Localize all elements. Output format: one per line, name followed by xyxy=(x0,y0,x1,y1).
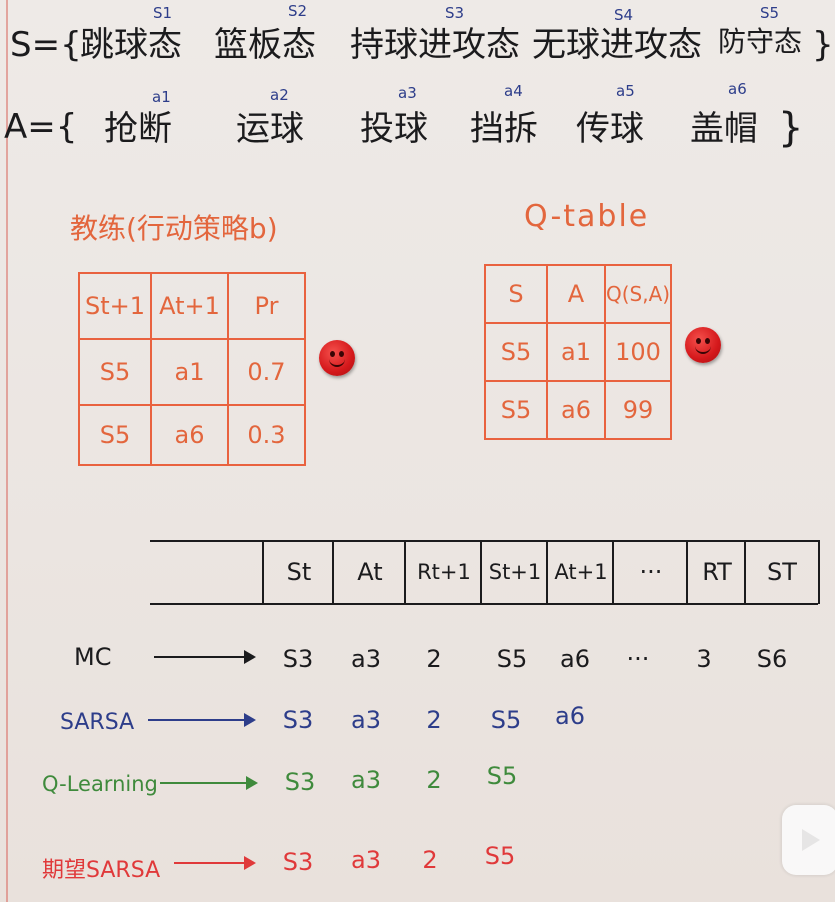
state-item: 防守态 xyxy=(718,25,803,58)
qtable-header: Q(S,A) xyxy=(603,264,673,324)
state-set-prefix: S={ xyxy=(10,25,82,65)
action-item: 盖帽 xyxy=(690,109,758,149)
qtable-cell: S5 xyxy=(484,322,548,382)
mc-value: ··· xyxy=(626,645,650,673)
smiley-magnet-icon xyxy=(685,327,721,363)
action-index: a4 xyxy=(504,82,523,100)
mc-value: a6 xyxy=(560,645,590,673)
mc-value: a3 xyxy=(351,645,381,673)
coach-cell: a6 xyxy=(150,404,229,466)
sarsa-value: a3 xyxy=(351,706,381,734)
expected-sarsa-value: a3 xyxy=(351,846,381,874)
state-item: 无球进攻态 xyxy=(532,25,702,65)
sarsa-value: S5 xyxy=(490,706,522,734)
qlearning-value: 2 xyxy=(426,766,442,794)
action-index: a1 xyxy=(152,88,171,106)
state-item: 跳球态 xyxy=(80,25,182,65)
sarsa-value: 2 xyxy=(426,706,442,734)
qtable-header: A xyxy=(546,264,606,324)
action-index: a5 xyxy=(616,82,635,100)
mc-value: S3 xyxy=(282,645,314,673)
state-index: S3 xyxy=(445,4,465,22)
arrow-sarsa xyxy=(148,713,256,727)
trajectory-top-line xyxy=(150,540,818,542)
method-label-qlearning: Q-Learning xyxy=(42,772,158,796)
smiley-magnet-icon xyxy=(319,340,355,376)
qtable-cell: a6 xyxy=(546,380,606,440)
action-set-prefix: A={ xyxy=(4,107,78,147)
trajectory-header: St+1 xyxy=(480,540,548,604)
mc-value: 3 xyxy=(696,645,712,673)
trajectory-header: St xyxy=(262,540,334,604)
action-set-suffix: } xyxy=(778,105,804,151)
trajectory-header: At+1 xyxy=(546,540,614,604)
coach-title: 教练(行动策略b) xyxy=(70,212,278,245)
coach-cell: 0.7 xyxy=(227,338,306,406)
action-index: a2 xyxy=(270,86,289,104)
method-label-expected-sarsa: 期望SARSA xyxy=(42,858,161,883)
qlearning-value: S5 xyxy=(486,762,518,790)
coach-header: At+1 xyxy=(150,272,229,340)
trajectory-header: At xyxy=(332,540,406,604)
state-item: 持球进攻态 xyxy=(350,25,520,65)
coach-cell: a1 xyxy=(150,338,229,406)
expected-sarsa-value: 2 xyxy=(422,846,438,874)
sarsa-value: a6 xyxy=(555,702,585,730)
state-item: 篮板态 xyxy=(214,25,316,65)
method-label-mc: MC xyxy=(74,643,112,671)
action-index: a3 xyxy=(398,84,417,102)
qtable-cell: 100 xyxy=(603,322,673,382)
state-set-suffix: } xyxy=(812,25,834,65)
qtable-cell: S5 xyxy=(484,380,548,440)
qtable-table: S A Q(S,A) S5 a1 100 S5 a6 99 xyxy=(484,264,673,440)
action-item: 传球 xyxy=(576,109,644,149)
coach-cell: 0.3 xyxy=(227,404,306,466)
state-index: S1 xyxy=(153,4,173,22)
sarsa-value: S3 xyxy=(282,706,314,734)
action-index: a6 xyxy=(728,80,747,98)
qtable-cell: 99 xyxy=(603,380,673,440)
qtable-header: S xyxy=(484,264,548,324)
action-item: 抢断 xyxy=(104,109,172,149)
mc-value: S6 xyxy=(756,645,788,673)
qlearning-value: S3 xyxy=(284,768,316,796)
action-item: 挡拆 xyxy=(470,109,538,149)
state-index: S4 xyxy=(614,6,634,24)
state-index: S2 xyxy=(288,2,308,20)
trajectory-bottom-line xyxy=(150,603,818,605)
arrow-expected-sarsa xyxy=(174,856,256,870)
coach-cell: S5 xyxy=(78,404,152,466)
expected-sarsa-value: S5 xyxy=(484,842,516,870)
coach-header: Pr xyxy=(227,272,306,340)
qlearning-value: a3 xyxy=(351,766,381,794)
state-index: S5 xyxy=(760,4,780,22)
arrow-qlearning xyxy=(160,776,258,790)
trajectory-header: Rt+1 xyxy=(404,540,482,604)
trajectory-header: ST xyxy=(744,540,820,604)
coach-table: St+1 At+1 Pr S5 a1 0.7 S5 a6 0.3 xyxy=(78,272,306,466)
qtable-cell: a1 xyxy=(546,322,606,382)
expected-sarsa-value: S3 xyxy=(282,848,314,876)
action-item: 投球 xyxy=(360,109,428,149)
coach-cell: S5 xyxy=(78,338,152,406)
play-logo-watermark-icon xyxy=(782,805,835,875)
coach-header: St+1 xyxy=(78,272,152,340)
trajectory-header: ··· xyxy=(612,540,688,604)
mc-value: S5 xyxy=(496,645,528,673)
method-label-sarsa: SARSA xyxy=(60,710,135,735)
trajectory-header: RT xyxy=(686,540,746,604)
margin-line xyxy=(6,0,8,902)
qtable-title: Q-table xyxy=(524,199,650,234)
mc-value: 2 xyxy=(426,645,442,673)
action-item: 运球 xyxy=(236,109,304,149)
arrow-mc xyxy=(154,650,256,664)
